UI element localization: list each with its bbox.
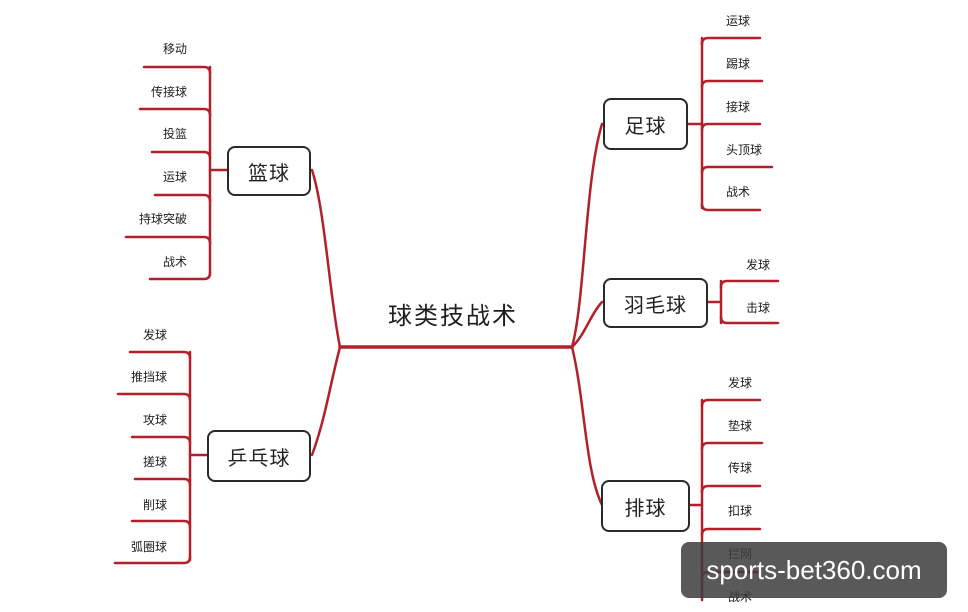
leaf-volleyball-2: 垫球 <box>728 419 753 433</box>
leaf-basketball-5: 持球突破 <box>138 212 187 226</box>
connector-badminton <box>570 300 604 349</box>
connector-football <box>570 122 604 349</box>
watermark-badge: sports-bet360.com <box>681 542 947 598</box>
node-pingpong: 乒乓球 <box>207 430 311 482</box>
connector-volleyball <box>570 345 604 507</box>
leaf-badminton-1: 发球 <box>746 258 771 272</box>
leaf-pingpong-5: 削球 <box>142 498 167 512</box>
connector-basketball <box>310 168 342 349</box>
leaf-basketball-3: 投篮 <box>162 127 187 141</box>
node-badminton: 羽毛球 <box>603 278 708 328</box>
leaf-pingpong-2: 推挡球 <box>130 370 167 384</box>
mindmap-root-title: 球类技战术 <box>388 302 518 330</box>
leaf-basketball-1: 移动 <box>162 42 187 56</box>
leaf-basketball-6: 战术 <box>162 255 187 269</box>
leaf-football-1: 运球 <box>726 14 751 28</box>
leaf-basketball-2: 传接球 <box>150 85 187 99</box>
bracket-basketball <box>124 65 230 281</box>
bracket-football <box>686 36 774 212</box>
bracket-pingpong <box>113 350 210 565</box>
connector-pingpong <box>310 345 342 457</box>
leaf-pingpong-1: 发球 <box>142 328 167 342</box>
leaf-badminton-2: 击球 <box>746 301 771 315</box>
leaf-volleyball-1: 发球 <box>728 376 753 390</box>
node-volleyball: 排球 <box>601 480 690 532</box>
bracket-badminton <box>705 279 780 325</box>
leaf-volleyball-3: 传球 <box>728 461 753 475</box>
leaf-pingpong-4: 搓球 <box>142 455 167 469</box>
leaf-pingpong-6: 弧圈球 <box>130 540 167 554</box>
leaf-football-4: 头顶球 <box>726 143 763 157</box>
leaf-pingpong-3: 攻球 <box>142 413 167 427</box>
leaf-football-5: 战术 <box>726 185 751 199</box>
node-basketball: 篮球 <box>227 146 311 196</box>
leaf-football-3: 接球 <box>726 100 751 114</box>
leaf-basketball-4: 运球 <box>162 170 187 184</box>
leaf-football-2: 踢球 <box>726 57 751 71</box>
leaf-volleyball-4: 扣球 <box>728 504 753 518</box>
node-football: 足球 <box>603 98 688 150</box>
